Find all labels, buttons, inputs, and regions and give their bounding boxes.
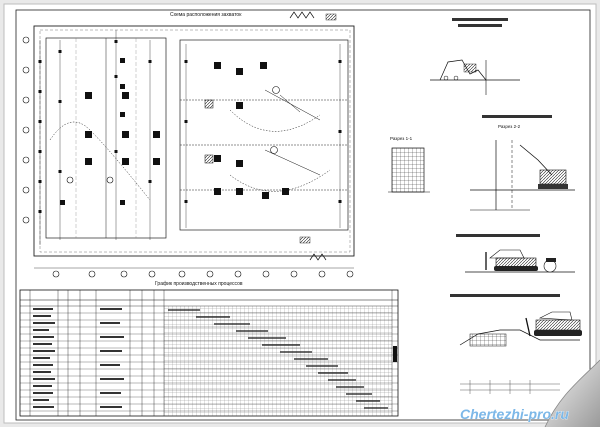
- site-plan: Схема расположения захваток: [22, 11, 355, 278]
- schedule-title: График производственных процессов: [155, 281, 243, 287]
- detail-drawings: Разрез 1-1 Разрез 2-2: [388, 18, 582, 394]
- section-1-title: Разрез 1-1: [390, 136, 413, 141]
- watermark: Chertezhi-pro.ru: [460, 406, 569, 422]
- plan-title: Схема расположения захваток: [170, 12, 242, 18]
- page-curl: [544, 359, 600, 427]
- schedule-table: График производственных процессов: [19, 281, 399, 417]
- section-2-title: Разрез 2-2: [498, 124, 521, 129]
